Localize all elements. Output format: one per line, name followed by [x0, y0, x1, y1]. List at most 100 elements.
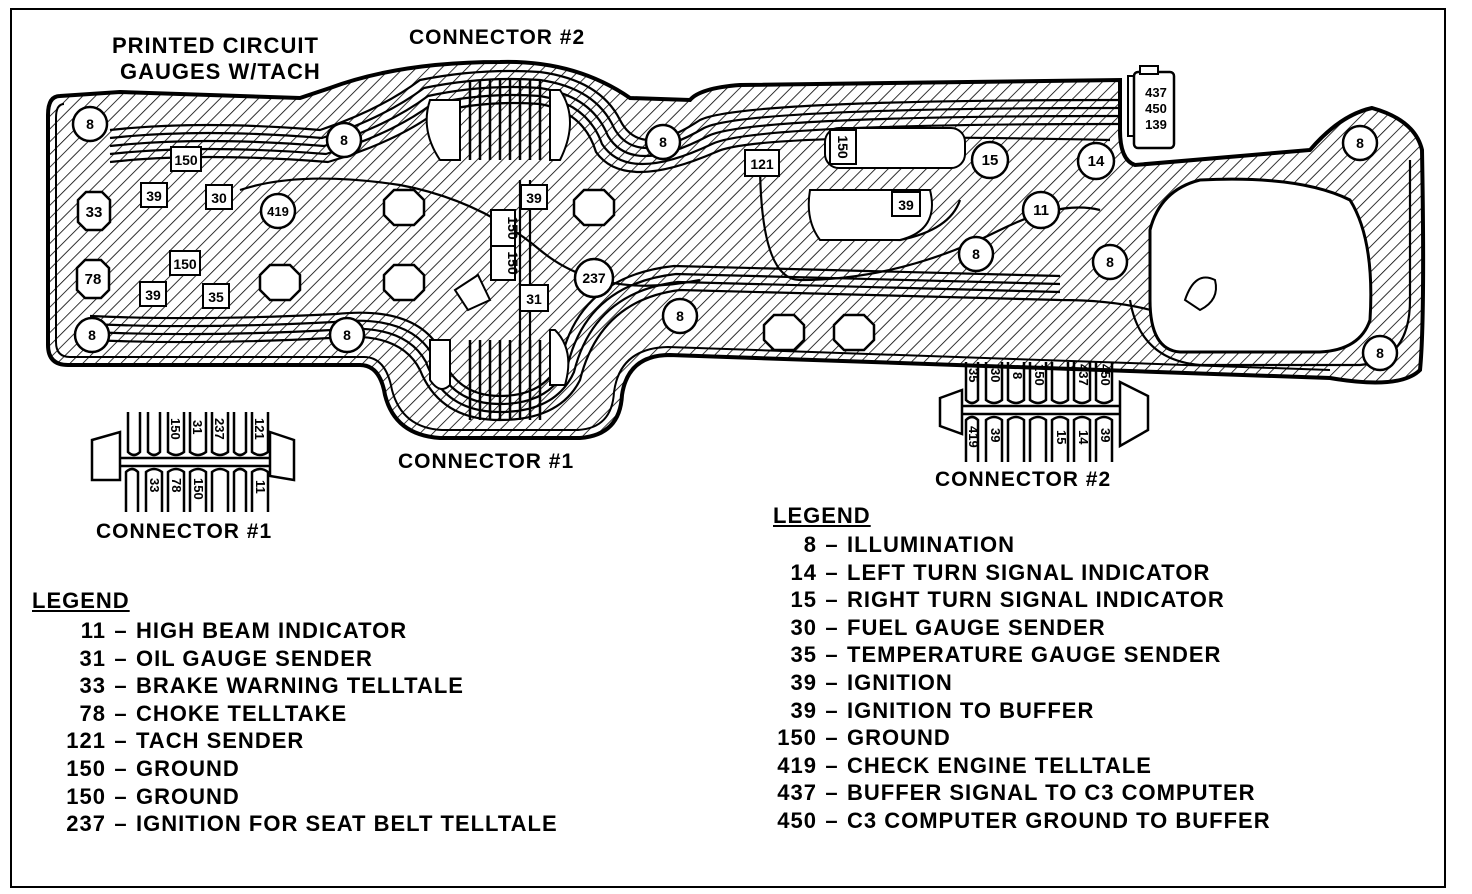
legend-item-text: TEMPERATURE GAUGE SENDER — [847, 642, 1222, 668]
legend-left-heading: LEGEND — [32, 588, 130, 613]
legend-item-number: 33 — [79, 673, 106, 699]
legend-item-text: BUFFER SIGNAL TO C3 COMPUTER — [847, 780, 1256, 806]
terminal-31: 31 — [519, 284, 549, 312]
legend-item: 15–RIGHT TURN SIGNAL INDICATOR — [773, 586, 1271, 614]
legend-item-dash: – — [825, 697, 839, 723]
legend-item-dash: – — [825, 752, 839, 778]
legend-item-dash: – — [114, 645, 128, 671]
svg-text:150: 150 — [173, 256, 197, 272]
legend-item: 8–ILLUMINATION — [773, 531, 1271, 559]
svg-text:33: 33 — [86, 204, 103, 221]
legend-right: LEGEND 8–ILLUMINATION 14–LEFT TURN SIGNA… — [773, 503, 1271, 835]
terminal-8: 8 — [1091, 243, 1129, 281]
svg-text:11: 11 — [253, 480, 268, 494]
legend-left: LEGEND 11–HIGH BEAM INDICATOR 31–OIL GAU… — [32, 588, 558, 838]
svg-text:8: 8 — [676, 308, 684, 324]
legend-item-number: 39 — [790, 697, 817, 723]
terminal-8: 8 — [957, 235, 995, 273]
legend-item-text: TACH SENDER — [136, 728, 305, 754]
legend-item-text: GROUND — [847, 725, 951, 751]
svg-text:8: 8 — [88, 327, 96, 343]
svg-text:14: 14 — [1088, 153, 1105, 170]
legend-item-number: 11 — [80, 618, 106, 643]
svg-text:78: 78 — [85, 271, 102, 288]
terminal-33: 33 — [76, 190, 112, 232]
legend-item: 121–TACH SENDER — [32, 727, 558, 755]
svg-text:8: 8 — [86, 116, 94, 132]
legend-item: 31–OIL GAUGE SENDER — [32, 645, 558, 673]
legend-item-text: LEFT TURN SIGNAL INDICATOR — [847, 559, 1211, 585]
terminal-8: 8 — [661, 297, 699, 335]
legend-item-number: 35 — [790, 642, 817, 668]
svg-text:8: 8 — [1356, 135, 1364, 151]
svg-text:31: 31 — [190, 420, 205, 434]
buffer-connector: 437 450 139 — [1127, 65, 1176, 150]
legend-item-text: IGNITION — [847, 669, 953, 695]
terminal-121: 121 — [744, 149, 780, 177]
terminal-39: 39 — [140, 182, 168, 208]
legend-item: 237–IGNITION FOR SEAT BELT TELLTALE — [32, 810, 558, 838]
diagram-title-line-2: GAUGES W/TACH — [120, 59, 321, 84]
svg-text:39: 39 — [1098, 428, 1113, 442]
svg-text:35: 35 — [208, 289, 224, 305]
svg-text:419: 419 — [267, 204, 289, 219]
diagram-title: PRINTED CIRCUIT GAUGES W/TACH — [112, 33, 321, 85]
legend-item: 150–GROUND — [773, 724, 1271, 752]
svg-text:31: 31 — [526, 291, 542, 307]
svg-text:150: 150 — [1032, 364, 1047, 386]
terminal-150: 150 — [170, 146, 202, 172]
terminal-8: 8 — [325, 121, 363, 159]
legend-item-number: 450 — [777, 807, 817, 833]
legend-item-dash: – — [825, 587, 839, 613]
terminal-8: 8 — [644, 123, 682, 161]
diagram-title-line-1: PRINTED CIRCUIT — [112, 33, 319, 58]
legend-item: 35–TEMPERATURE GAUGE SENDER — [773, 641, 1271, 669]
legend-item: 150–GROUND — [32, 755, 558, 783]
legend-item-text: IGNITION TO BUFFER — [847, 697, 1095, 723]
legend-item-dash: – — [114, 728, 128, 754]
svg-text:150: 150 — [168, 418, 183, 440]
connector-1-board-label: CONNECTOR #1 — [398, 450, 575, 473]
legend-item-text: HIGH BEAM INDICATOR — [136, 618, 408, 643]
svg-text:450: 450 — [1145, 101, 1167, 116]
legend-item-number: 31 — [79, 645, 106, 671]
svg-text:150: 150 — [174, 152, 198, 168]
svg-text:39: 39 — [145, 287, 161, 303]
legend-item-dash: – — [114, 673, 128, 699]
svg-text:150: 150 — [191, 478, 206, 500]
svg-text:15: 15 — [1054, 430, 1069, 444]
svg-text:8: 8 — [1010, 372, 1025, 379]
svg-text:121: 121 — [252, 418, 267, 440]
legend-item-number: 237 — [66, 811, 106, 837]
legend-item-dash: – — [825, 807, 839, 833]
legend-item: 39–IGNITION — [773, 669, 1271, 697]
svg-text:8: 8 — [1376, 345, 1384, 361]
svg-text:150: 150 — [505, 251, 521, 275]
svg-text:39: 39 — [988, 428, 1003, 442]
svg-text:8: 8 — [972, 246, 980, 262]
terminal-8: 8 — [1361, 334, 1399, 372]
terminal-237: 237 — [573, 257, 615, 299]
legend-item-number: 30 — [790, 614, 817, 640]
legend-item-text: C3 COMPUTER GROUND TO BUFFER — [847, 807, 1271, 833]
legend-item: 450–C3 COMPUTER GROUND TO BUFFER — [773, 807, 1271, 835]
legend-item-number: 150 — [777, 725, 817, 751]
legend-item-dash: – — [825, 780, 839, 806]
svg-text:8: 8 — [659, 134, 667, 150]
legend-item-number: 15 — [790, 587, 817, 613]
legend-item: 39–IGNITION TO BUFFER — [773, 697, 1271, 725]
svg-text:30: 30 — [211, 190, 227, 206]
legend-item-dash: – — [825, 532, 839, 557]
svg-text:8: 8 — [340, 132, 348, 148]
legend-item: 33–BRAKE WARNING TELLTALE — [32, 672, 558, 700]
terminal-419: 419 — [259, 192, 297, 230]
svg-text:35: 35 — [966, 368, 981, 382]
svg-text:15: 15 — [982, 152, 999, 169]
svg-text:14: 14 — [1076, 430, 1091, 445]
legend-item: 419–CHECK ENGINE TELLTALE — [773, 752, 1271, 780]
legend-item-dash: – — [114, 783, 128, 809]
svg-text:121: 121 — [750, 156, 774, 172]
svg-text:30: 30 — [988, 368, 1003, 382]
connector-2-board-label: CONNECTOR #2 — [409, 26, 586, 49]
svg-text:150: 150 — [505, 216, 521, 240]
